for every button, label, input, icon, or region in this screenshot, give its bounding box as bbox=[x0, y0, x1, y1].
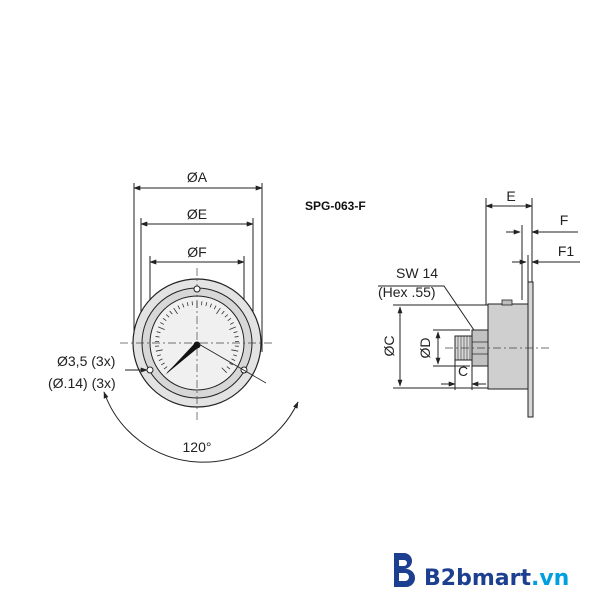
brand-suffix: .vn bbox=[531, 566, 569, 591]
label-diam-f: ØF bbox=[187, 244, 206, 260]
brand-logo: B2bmart.vn bbox=[394, 553, 569, 591]
gauge-tick bbox=[173, 307, 178, 315]
angle-arc bbox=[103, 391, 299, 463]
gauge-tick bbox=[224, 314, 229, 318]
drawing-title: SPG-063-F bbox=[305, 199, 366, 213]
gauge-tick bbox=[160, 322, 165, 325]
gauge-tick bbox=[213, 305, 217, 310]
gauge-tick bbox=[155, 349, 163, 352]
label-hole-metric: Ø3,5 (3x) bbox=[57, 353, 115, 369]
gauge-tick bbox=[156, 354, 161, 357]
gauge-needle bbox=[165, 341, 201, 375]
label-wrench-size: SW 14 bbox=[396, 265, 438, 281]
gauge-tick bbox=[209, 303, 212, 308]
gauge-tick bbox=[229, 362, 234, 366]
b2bmart-logo-icon bbox=[394, 553, 415, 587]
gauge-tick bbox=[226, 366, 231, 370]
gauge-tick bbox=[227, 317, 232, 321]
gauge-tick bbox=[231, 349, 239, 352]
label-hole-imperial: (Ø.14) (3x) bbox=[48, 375, 116, 391]
gauge-tick bbox=[158, 326, 165, 330]
brand-name: B2bmart bbox=[424, 566, 531, 591]
gauge-tick bbox=[234, 336, 239, 338]
label-dim-e: E bbox=[506, 188, 515, 204]
label-diam-d: ØD bbox=[417, 338, 433, 359]
gauge-tick bbox=[205, 302, 208, 307]
side-flange bbox=[527, 281, 534, 418]
wrench-leader bbox=[378, 285, 479, 337]
label-diam-c: ØC bbox=[381, 336, 397, 357]
gauge-tick bbox=[155, 336, 160, 338]
side-case bbox=[487, 303, 529, 390]
mounting-holes bbox=[146, 285, 248, 374]
gauge-tick bbox=[186, 302, 189, 307]
label-dim-f1: F1 bbox=[558, 243, 575, 259]
gauge-tick bbox=[169, 310, 173, 315]
gauge-tick bbox=[182, 303, 185, 308]
gauge-tick bbox=[160, 362, 165, 366]
svg-text:B2bmart.vn: B2bmart.vn bbox=[424, 566, 569, 591]
label-wrench-size-imperial: (Hex .55) bbox=[378, 284, 436, 300]
gauge-tick bbox=[229, 326, 236, 330]
gauge-tick bbox=[158, 358, 163, 361]
gauge-tick bbox=[163, 366, 168, 370]
gauge-tick bbox=[229, 322, 234, 325]
gauge-tick bbox=[221, 367, 227, 373]
gauge-tick bbox=[162, 317, 167, 321]
label-dim-c: C bbox=[458, 363, 468, 379]
gauge-tick bbox=[233, 354, 238, 357]
gauge-tick bbox=[177, 305, 181, 310]
front-view: ØA ØE ØF 120° Ø3,5 (3x) (Ø.14) (3x) bbox=[48, 169, 299, 463]
gauge-tick bbox=[231, 358, 236, 361]
gauge-tick bbox=[156, 331, 161, 334]
label-diam-e: ØE bbox=[187, 206, 207, 222]
gauge-tick bbox=[233, 331, 238, 334]
gauge-tick bbox=[216, 307, 221, 315]
side-vent-plug bbox=[501, 299, 513, 306]
gauge-tick bbox=[165, 314, 170, 318]
angle-leader bbox=[196, 342, 267, 384]
label-diam-a: ØA bbox=[187, 169, 208, 185]
label-angle: 120° bbox=[183, 439, 212, 455]
side-view: E F F1 ØC ØD C SW 14 (Hex .55) bbox=[378, 188, 580, 418]
gauge-tick bbox=[221, 310, 225, 315]
label-dim-f: F bbox=[560, 212, 569, 228]
